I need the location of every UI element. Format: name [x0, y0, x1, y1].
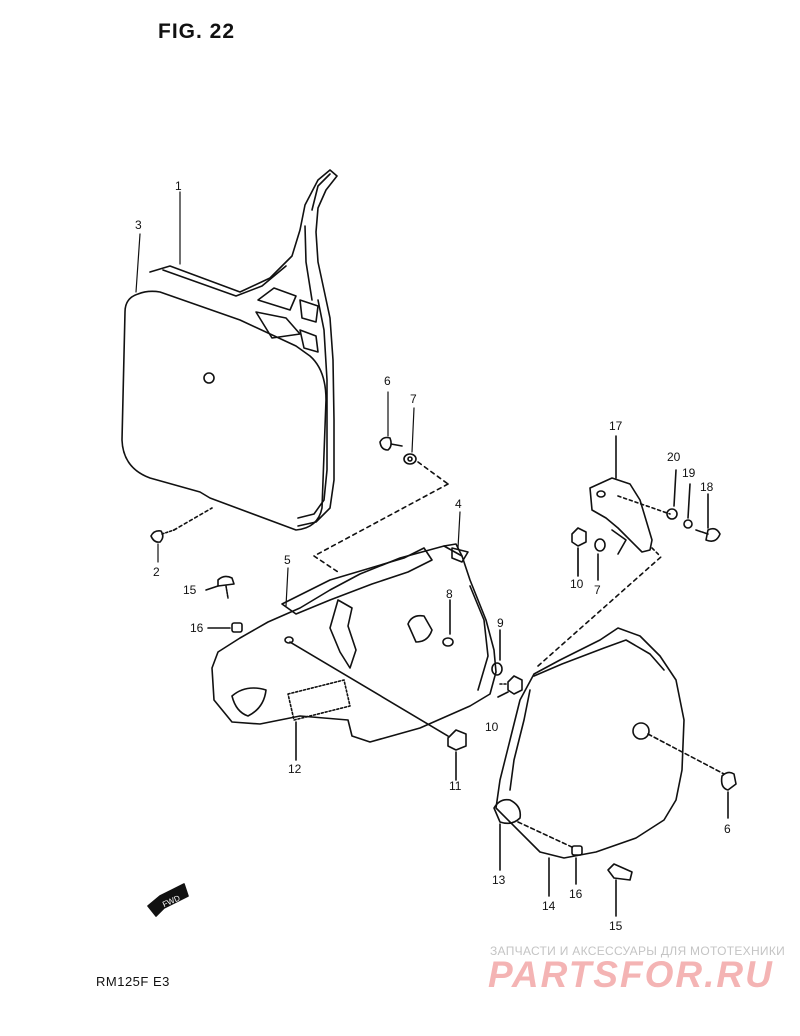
callout: 19: [682, 466, 696, 480]
watermark-tagline: ЗАПЧАСТИ И АКСЕССУАРЫ ДЛЯ МОТОТЕХНИКИ: [490, 944, 786, 958]
callout: 6: [724, 822, 731, 836]
callout: 3: [135, 218, 142, 232]
part-8-grommet: [407, 599, 454, 647]
watermark-logo: PARTSFOR.RU: [488, 954, 774, 995]
fwd-arrow-icon: FWD: [147, 883, 189, 917]
part-11-nut: [289, 641, 467, 781]
callout: 7: [594, 583, 601, 597]
callout: 15: [183, 583, 197, 597]
part-16-nut-left: [207, 622, 243, 633]
callout: 20: [667, 450, 681, 464]
callout: 18: [700, 480, 714, 494]
part-10-collar-middle: [497, 675, 523, 698]
callout: 16: [190, 621, 204, 635]
part-2-screw: [150, 507, 213, 543]
callout: 13: [492, 873, 506, 887]
part-17-bracket: [589, 435, 653, 555]
part-16-nut-right: [571, 845, 583, 885]
callout: 9: [497, 616, 504, 630]
part-3-number-plate-sheet: [121, 290, 327, 531]
part-7-washer-upper: [403, 453, 417, 465]
figure-title: FIG. 22: [158, 20, 236, 43]
part-6-bolt-right: [720, 771, 737, 819]
callout: 8: [446, 587, 453, 601]
callout: 2: [153, 565, 160, 579]
part-15-screw-left: [205, 575, 235, 599]
part-19-lock-washer: [683, 483, 693, 529]
callout: 11: [449, 779, 462, 793]
callout: 10: [570, 577, 584, 591]
part-18-bolt: [695, 493, 721, 542]
part-20-washer: [666, 469, 678, 520]
callout-numbers: 1 3 2 6 7 4 5 15 16 8 9 10 12 11 17 20 1…: [135, 179, 731, 933]
callout: 5: [284, 553, 291, 567]
callout: 6: [384, 374, 391, 388]
callout: 7: [410, 392, 417, 406]
guide-line: [537, 555, 663, 667]
callout: 16: [569, 887, 583, 901]
part-14-side-cover: [493, 627, 725, 897]
part-1-number-plate-frame: [149, 169, 338, 527]
callout: 4: [455, 497, 462, 511]
part-5-inner-side-panel: [211, 543, 497, 743]
model-code: RM125F E3: [96, 974, 170, 989]
callout: 1: [175, 179, 182, 193]
part-12-decal: [287, 679, 351, 761]
guide-line: [417, 461, 449, 485]
callout: 17: [609, 419, 623, 433]
leader-lines: [135, 191, 579, 607]
callout: 14: [542, 899, 556, 913]
part-7-washer-right: [594, 538, 606, 581]
guide-line: [313, 483, 449, 573]
part-15-screw-right: [607, 863, 633, 917]
callout: 12: [288, 762, 302, 776]
part-10-collar-right: [571, 527, 587, 577]
callout: 15: [609, 919, 623, 933]
callout: 10: [485, 720, 499, 734]
part-9-washer: [491, 629, 503, 676]
part-6-bolt-upper: [379, 436, 403, 451]
